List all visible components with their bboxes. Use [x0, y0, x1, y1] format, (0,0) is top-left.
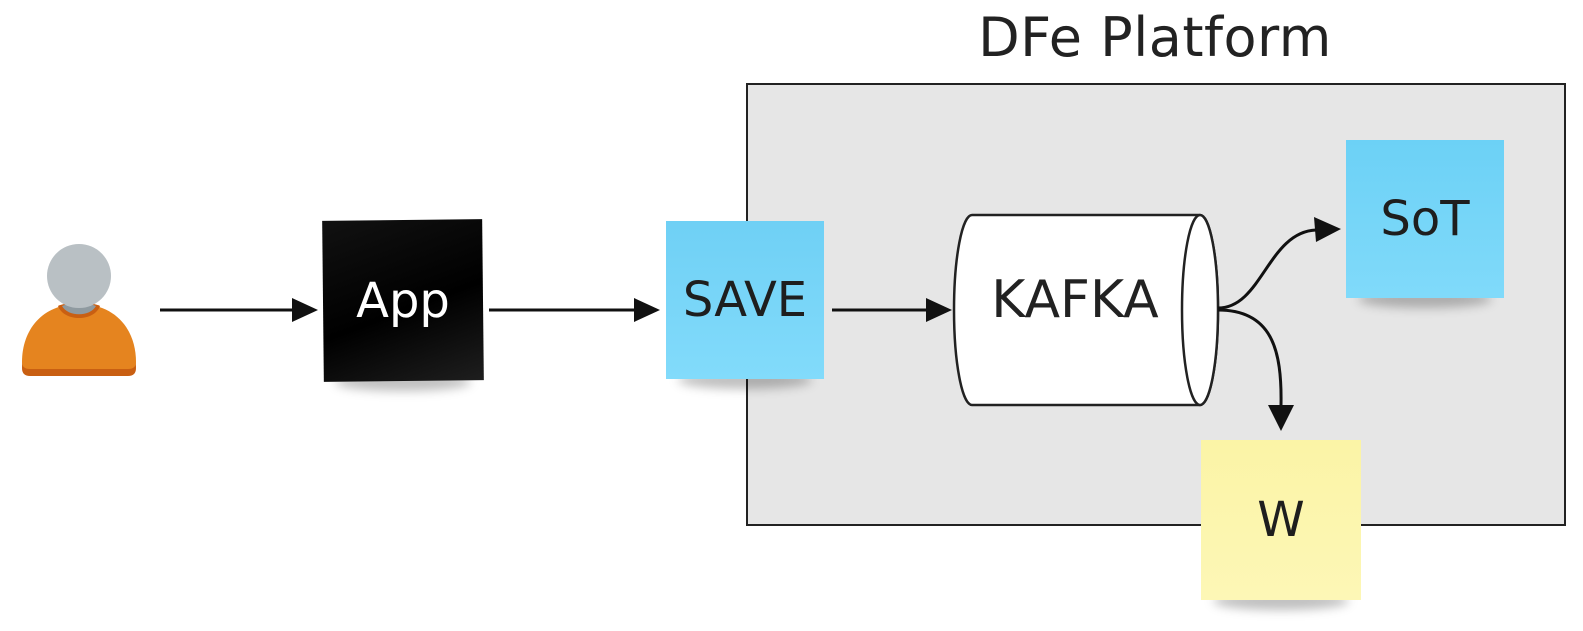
arrow-kafka-to-sot: [1217, 217, 1341, 310]
arrow-kafka-to-w: [1217, 308, 1294, 431]
platform-title: DFe Platform: [978, 6, 1332, 69]
app-node: App: [322, 219, 484, 391]
arrow-user-to-app: [160, 298, 318, 322]
save-node: SAVE: [666, 221, 824, 389]
app-label: App: [356, 272, 450, 329]
save-label: SAVE: [682, 272, 808, 328]
user-icon: [22, 244, 136, 376]
sot-label: SoT: [1380, 191, 1470, 247]
kafka-label: KAFKA: [991, 270, 1159, 330]
sot-node: SoT: [1346, 140, 1504, 308]
kafka-cylinder: [952, 213, 1220, 407]
arrow-save-to-kafka: [832, 298, 952, 322]
w-label: W: [1257, 492, 1305, 548]
w-node: W: [1201, 440, 1361, 610]
arrow-app-to-save: [489, 298, 660, 322]
